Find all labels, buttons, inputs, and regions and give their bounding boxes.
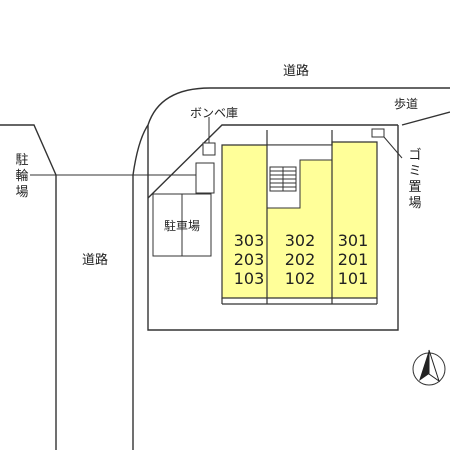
unit-number: 201 bbox=[338, 250, 369, 269]
unit-number: 102 bbox=[285, 269, 316, 288]
garbage-area-box bbox=[371, 128, 385, 138]
site-inner-boundary bbox=[147, 124, 398, 199]
site-boundary bbox=[147, 125, 399, 331]
road-left-edge bbox=[132, 124, 149, 450]
garbage-area-label: ゴミ置場 bbox=[408, 148, 422, 211]
unit-number: 101 bbox=[338, 269, 369, 288]
sidewalk-label: 歩道 bbox=[394, 96, 418, 111]
bicycle-parking-label: 駐輪場 bbox=[15, 153, 29, 200]
unit-number: 202 bbox=[285, 250, 316, 269]
unit-number: 103 bbox=[234, 269, 265, 288]
unit-column-middle: 302 202 102 bbox=[285, 231, 316, 288]
unit-number: 303 bbox=[234, 231, 265, 250]
unit-number: 203 bbox=[234, 250, 265, 269]
garbage-area-leader bbox=[383, 136, 403, 159]
unit-column-left: 303 203 103 bbox=[234, 231, 265, 288]
bicycle-parking-box bbox=[195, 162, 215, 194]
unit-number: 302 bbox=[285, 231, 316, 250]
stairs-icon bbox=[269, 166, 297, 192]
unit-column-right: 301 201 101 bbox=[338, 231, 369, 288]
gas-cylinder-storage-box bbox=[202, 142, 216, 156]
sidewalk-edge bbox=[401, 111, 450, 126]
road-far-left-edge bbox=[0, 124, 57, 450]
unit-number: 301 bbox=[338, 231, 369, 250]
road-top-edge bbox=[147, 87, 450, 126]
north-arrow-icon bbox=[412, 349, 446, 386]
road-left-label: 道路 bbox=[82, 252, 108, 268]
road-top-label: 道路 bbox=[283, 63, 309, 79]
gas-cylinder-storage-label: ボンベ庫 bbox=[190, 106, 238, 120]
parking-label: 駐車場 bbox=[164, 218, 200, 233]
